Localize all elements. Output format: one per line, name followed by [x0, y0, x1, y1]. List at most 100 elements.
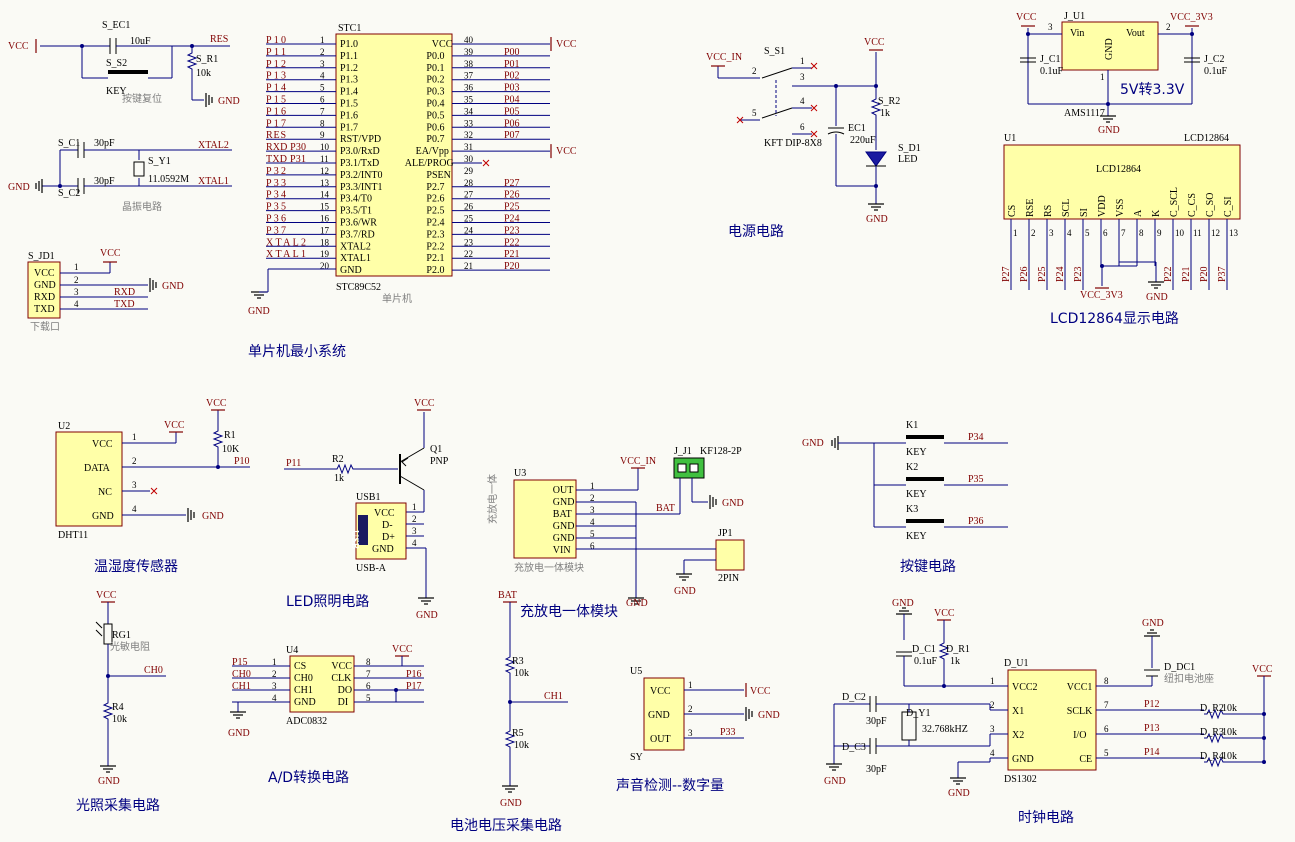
charge-vin-label: VCC_IN	[620, 456, 656, 467]
reset-vcc-label: VCC	[8, 41, 29, 52]
download-num-3: 3	[74, 287, 79, 297]
charge-pin-name-1: OUT	[553, 485, 574, 496]
lcd-pin-name-11: C_CS	[1187, 193, 1198, 217]
lcd-net-3: P25	[1037, 266, 1048, 282]
lcd-net-13: P37	[1217, 266, 1228, 282]
adc-caption: A/D转换电路	[268, 769, 349, 786]
mcu-net-34: P05	[504, 106, 520, 117]
adc-lnum-2: 2	[272, 669, 277, 679]
reg-vcc-label: VCC	[1016, 12, 1037, 23]
mcu-pin-name-1: P1.0	[340, 39, 358, 50]
led-r-ref: R2	[332, 454, 344, 465]
download-pin-2: GND	[34, 280, 56, 291]
download-rxd-net: RXD	[114, 287, 135, 298]
dht-caption: 温湿度传感器	[94, 558, 178, 575]
mcu-pin-name-38: P0.1	[426, 63, 444, 74]
crystal-ref: S_Y1	[148, 156, 171, 167]
mcu-caption: 单片机最小系统	[248, 344, 346, 360]
mcu-pin-num-31: 31	[464, 142, 473, 152]
reg-part: AMS1117	[1064, 108, 1105, 119]
mcu-pin-num-28: 28	[464, 178, 474, 188]
reset-net-res: RES	[210, 34, 228, 45]
crystal-c2-ref: S_C2	[58, 188, 80, 199]
crystal-xtal2-net: XTAL2	[198, 140, 229, 151]
power-led-ref: S_D1	[898, 143, 921, 154]
power-pin-3: 3	[800, 72, 805, 82]
reg-sublabel: 5V转3.3V	[1120, 82, 1185, 98]
mcu-net-37: P02	[504, 71, 520, 82]
mcu-pin-name-22: P2.1	[426, 253, 444, 264]
lcd-pin-name-9: K	[1151, 209, 1162, 217]
adc-rpin-7: CLK	[331, 673, 352, 684]
mcu-net-10: RXD P30	[266, 142, 306, 153]
mcu-pin-num-15: 15	[320, 202, 330, 212]
clock-rpin-5: CE	[1079, 754, 1092, 765]
mcu-pin-name-18: XTAL2	[340, 241, 371, 252]
clock-left-gnd: GND	[824, 776, 846, 787]
mcu-pin-num-3: 3	[320, 59, 325, 69]
key-ref-3: K3	[906, 504, 918, 515]
dht-net: P10	[234, 456, 250, 467]
charge-sublabel: 充放电一体模块	[514, 561, 584, 574]
mcu-pin-num-17: 17	[320, 225, 330, 235]
charge-pin-num-2: 2	[590, 493, 595, 503]
reg-gnd-label: GND	[1098, 125, 1120, 136]
mcu-pin-num-10: 10	[320, 142, 330, 152]
clock-y-freq: 32.768kHZ	[922, 724, 968, 735]
mcu-pin-name-9: RST/VPD	[340, 134, 381, 145]
mcu-pin-name-24: P2.3	[426, 229, 444, 240]
mcu-pin-num-8: 8	[320, 118, 325, 128]
battery-gnd-label: GND	[500, 798, 522, 809]
mcu-pin-num-37: 37	[464, 71, 474, 81]
mcu-pin-name-29: PSEN	[426, 170, 450, 181]
light-caption: 光照采集电路	[76, 797, 160, 814]
dht-pin-data: DATA	[84, 463, 111, 474]
power-caption: 电源电路	[728, 224, 784, 240]
charge-pin-num-4: 4	[590, 517, 595, 527]
lcd-net-1: P27	[1001, 266, 1012, 282]
adc-lpin-3: CH1	[294, 685, 313, 696]
dht-pin-nc: NC	[98, 487, 112, 498]
mcu-net-15: P35	[266, 202, 286, 213]
charge-jp-ref: JP1	[718, 528, 732, 539]
clock-rnum-7: 7	[1104, 700, 1109, 710]
charge-pin-name-6: VIN	[553, 545, 571, 556]
reg-vout: Vout	[1126, 28, 1145, 39]
download-vcc-label: VCC	[100, 248, 121, 259]
sound-pin-vcc: VCC	[650, 686, 671, 697]
key-net-1: P34	[968, 432, 984, 443]
battery-r5-value: 10k	[514, 740, 529, 751]
dht-gnd-label: GND	[202, 511, 224, 522]
mcu-pin-name-3: P1.2	[340, 63, 358, 74]
mcu-pin-num-7: 7	[320, 106, 325, 116]
power-ec-ref: EC1	[848, 123, 866, 134]
battery-circuit: BAT R3 10k CH1 R5 10k GND 电池电压采集电路	[450, 590, 568, 834]
usb-pin-dm: D-	[382, 520, 393, 531]
charge-ref: U3	[514, 468, 526, 479]
power-vin-label: VCC_IN	[706, 52, 742, 63]
clock-r1-ref: D_R1	[946, 644, 970, 655]
battery-r5-ref: R5	[512, 728, 524, 739]
mcu-pin-name-32: P0.7	[426, 134, 444, 145]
adc-lnum-4: 4	[272, 693, 277, 703]
clock-lpin-3: X2	[1012, 730, 1024, 741]
adc-part: ADC0832	[286, 716, 327, 727]
mcu-net-7: P16	[266, 106, 286, 117]
clock-r-ref-3: D_R4	[1200, 751, 1224, 762]
download-pin-4: TXD	[34, 304, 55, 315]
lcd-gnd-label: GND	[1146, 292, 1168, 303]
power-pin-1: 1	[800, 56, 805, 66]
mcu-pin-name-37: P0.2	[426, 75, 444, 86]
charge-pin-name-2: GND	[553, 497, 575, 508]
power-sw-ref: S_S1	[764, 46, 785, 57]
lcd-pin-num-2: 2	[1031, 228, 1036, 238]
crystal-c2-value: 30pF	[94, 176, 115, 187]
mcu-pin-num-16: 16	[320, 214, 330, 224]
usb-part: USB-A	[356, 563, 387, 574]
mcu-net-31: VCC	[556, 146, 577, 157]
usb-pin-gnd: GND	[372, 544, 394, 555]
mcu-net-32: P07	[504, 130, 520, 141]
clock-c3-ref: D_C3	[842, 742, 866, 753]
